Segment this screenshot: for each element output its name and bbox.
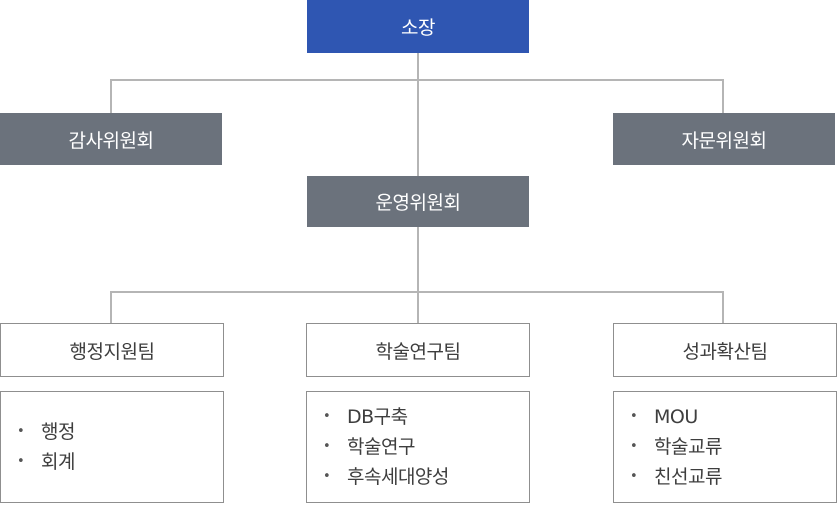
audit-committee-box: 감사위원회	[0, 113, 222, 165]
duty-text: 학술교류	[654, 436, 722, 458]
team-name: 학술연구팀	[375, 340, 461, 363]
connector-team-3	[722, 291, 724, 323]
duty-text: 후속세대양성	[347, 466, 449, 488]
team-box-outreach: 성과확산팀	[613, 323, 837, 377]
list-item: • 친선교류	[630, 462, 836, 492]
bullet-icon: •	[630, 439, 638, 454]
bullet-icon: •	[323, 469, 331, 484]
connector-head-vertical	[417, 53, 419, 177]
list-item: • 행정	[17, 417, 223, 447]
operating-committee-label: 운영위원회	[375, 192, 461, 214]
list-item: • 후속세대양성	[323, 462, 529, 492]
audit-committee-label: 감사위원회	[68, 129, 154, 152]
team-box-admin: 행정지원팀	[0, 323, 224, 377]
bullet-icon: •	[17, 424, 25, 439]
duty-text: 친선교류	[654, 466, 722, 488]
bullet-icon: •	[323, 409, 331, 424]
team-box-research: 학술연구팀	[306, 323, 530, 377]
connector-operating-vertical	[417, 227, 419, 323]
advisory-committee-label: 자문위원회	[681, 129, 767, 152]
duty-list-admin: • 행정 • 회계	[0, 391, 224, 503]
list-item: • 회계	[17, 447, 223, 477]
connector-right-committee	[722, 79, 724, 113]
list-item: • 학술교류	[630, 432, 836, 462]
connector-left-committee	[110, 79, 112, 113]
team-name: 행정지원팀	[69, 340, 155, 363]
head-director-label: 소장	[401, 17, 435, 39]
duty-text: MOU	[654, 406, 698, 428]
duty-text: 학술연구	[347, 436, 415, 458]
bullet-icon: •	[630, 469, 638, 484]
duty-text: 행정	[41, 421, 75, 443]
bullet-icon: •	[17, 454, 25, 469]
duty-text: 회계	[41, 451, 75, 473]
duty-list-outreach: • MOU • 학술교류 • 친선교류	[613, 391, 837, 503]
duty-list-research: • DB구축 • 학술연구 • 후속세대양성	[306, 391, 530, 503]
advisory-committee-box: 자문위원회	[613, 113, 835, 165]
bullet-icon: •	[323, 439, 331, 454]
team-name: 성과확산팀	[682, 340, 768, 363]
connector-team-horizontal	[110, 291, 724, 293]
operating-committee-box: 운영위원회	[307, 176, 529, 227]
connector-team-1	[110, 291, 112, 323]
list-item: • 학술연구	[323, 432, 529, 462]
bullet-icon: •	[630, 409, 638, 424]
list-item: • MOU	[630, 402, 836, 432]
head-director-box: 소장	[307, 0, 529, 53]
duty-text: DB구축	[347, 406, 408, 428]
list-item: • DB구축	[323, 402, 529, 432]
connector-committee-horizontal	[110, 79, 724, 81]
